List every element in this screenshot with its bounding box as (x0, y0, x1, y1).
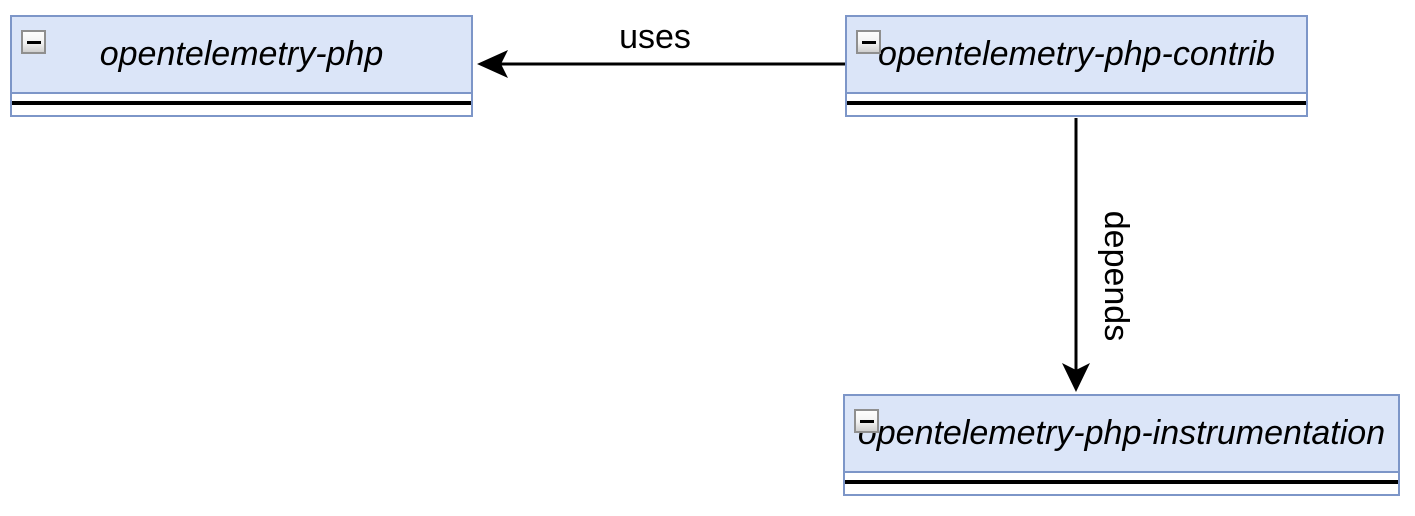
compartment-divider (12, 101, 471, 105)
node-opentelemetry-php[interactable]: opentelemetry-php (10, 15, 473, 117)
node-label: opentelemetry-php (99, 35, 384, 73)
node-opentelemetry-php-contrib[interactable]: opentelemetry-php-contrib (845, 15, 1308, 117)
node-compartments (847, 94, 1306, 115)
edge-label-uses: uses (619, 18, 691, 56)
node-title-bar: opentelemetry-php-instrumentation (845, 396, 1398, 473)
edge-label-depends: depends (1097, 210, 1135, 342)
node-title-bar: opentelemetry-php (12, 17, 471, 94)
node-opentelemetry-php-instrumentation[interactable]: opentelemetry-php-instrumentation (843, 394, 1400, 496)
node-compartments (12, 94, 471, 115)
compartment-divider (847, 101, 1306, 105)
uses-arrowhead-icon (477, 50, 508, 78)
node-label: opentelemetry-php-contrib (878, 35, 1275, 73)
minus-glyph (859, 419, 874, 423)
collapse-minus-icon[interactable] (856, 30, 881, 54)
minus-glyph (26, 40, 41, 44)
node-title-bar: opentelemetry-php-contrib (847, 17, 1306, 94)
minus-glyph (861, 40, 876, 44)
compartment-divider (845, 480, 1398, 484)
collapse-minus-icon[interactable] (854, 409, 879, 433)
node-compartments (845, 473, 1398, 494)
collapse-minus-icon[interactable] (21, 30, 46, 54)
depends-arrowhead-icon (1062, 363, 1090, 392)
node-label: opentelemetry-php-instrumentation (857, 414, 1386, 452)
